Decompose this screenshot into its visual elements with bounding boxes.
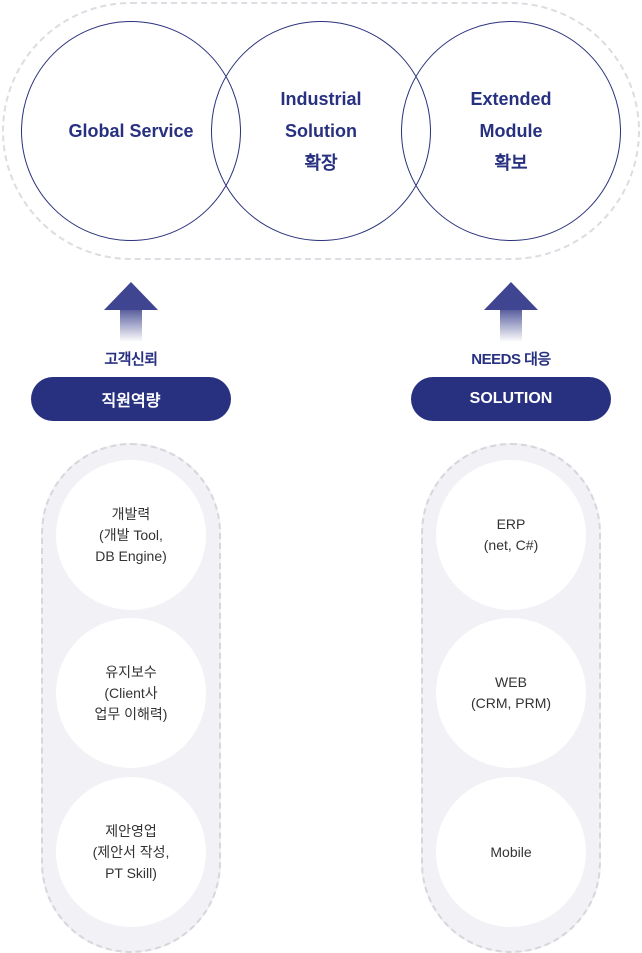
circle-label: Module [479, 121, 543, 141]
item-line: (Client사 [104, 684, 158, 701]
item-line: (CRM, PRM) [470, 695, 552, 711]
item-line: 개발력 [111, 505, 151, 522]
item-line: DB Engine) [95, 547, 167, 564]
right-arrow-label: NEEDS 대응 [471, 351, 551, 368]
item-line: WEB [495, 674, 527, 690]
item-line: ERP [496, 516, 526, 532]
circle-extended-module: Extended Module 확보 [401, 21, 621, 241]
circle-industrial-solution: Industrial Solution 확장 [211, 21, 431, 241]
item-line: (개발 Tool, [99, 526, 163, 543]
pill-staff-capability: 직원역량 [31, 377, 231, 421]
circle-label: Global Service [68, 121, 194, 141]
item-line: 유지보수 [105, 663, 157, 680]
item-line: (net, C#) [483, 537, 539, 553]
circle-global-service: Global Service [21, 21, 241, 241]
circle-label: Industrial [280, 89, 362, 109]
item-line: Mobile [490, 843, 532, 860]
arrow-up-icon [484, 282, 538, 342]
left-arrow-label: 고객신뢰 [104, 351, 158, 368]
item-mobile: Mobile [436, 777, 586, 927]
item-development: 개발력 (개발 Tool, DB Engine) [56, 460, 206, 610]
circle-label: Extended [470, 89, 552, 109]
item-proposal-sales: 제안영업 (제안서 작성, PT Skill) [56, 777, 206, 927]
item-line: PT Skill) [105, 864, 157, 881]
item-erp: ERP (net, C#) [436, 460, 586, 610]
item-line: 업무 이해력) [94, 705, 168, 722]
circle-label: Solution [285, 121, 357, 141]
pill-solution: SOLUTION [411, 377, 611, 421]
item-line: (제안서 작성, [92, 843, 170, 860]
top-group-outline [2, 2, 640, 260]
circle-label: 확보 [494, 153, 528, 173]
item-line: 제안영업 [105, 822, 157, 839]
circle-label: 확장 [304, 153, 338, 173]
item-web: WEB (CRM, PRM) [436, 618, 586, 768]
item-maintenance: 유지보수 (Client사 업무 이해력) [56, 618, 206, 768]
arrow-up-icon [104, 282, 158, 342]
